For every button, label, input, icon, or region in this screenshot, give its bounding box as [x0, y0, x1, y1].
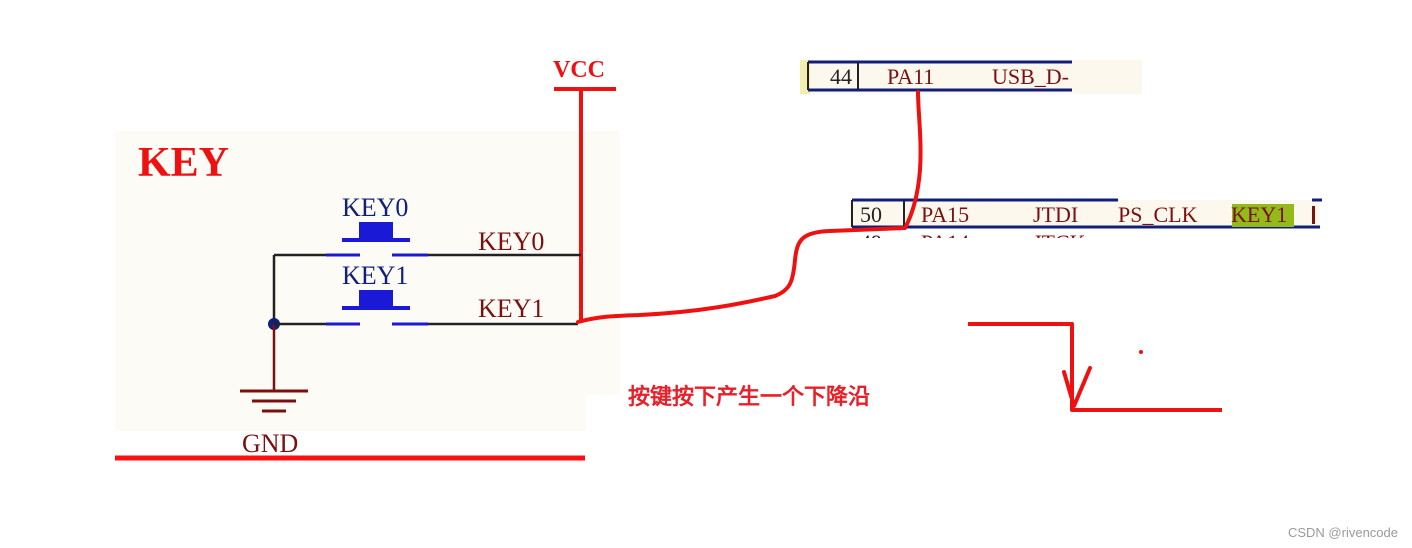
down-arrow-icon: [1062, 366, 1092, 408]
key0-button-icon: [359, 222, 393, 240]
watermark: CSDN @rivencode: [1287, 525, 1398, 540]
pin44-marker: [800, 60, 810, 94]
pin50-trailing-mark: [1312, 206, 1315, 224]
pin49-cut-row: 49 PA14 JTCK: [860, 230, 1086, 255]
gnd-label: GND: [242, 429, 298, 458]
box-cutout: [586, 395, 626, 440]
key1-ref: KEY1: [342, 261, 408, 290]
pin49-function: JTCK: [1033, 230, 1086, 255]
key1-pin-highlight: [1232, 204, 1294, 227]
vcc-label: VCC: [553, 57, 605, 83]
pin44-number: 44: [830, 64, 852, 89]
pin50-function: JTDI: [1033, 202, 1078, 227]
pin49-number: 49: [860, 230, 882, 255]
falling-edge-waveform: [968, 322, 1222, 412]
pin50-net-label: KEY1: [1231, 202, 1287, 227]
key-module-box: [115, 131, 620, 431]
key0-net-label: KEY0: [478, 227, 544, 256]
key-title: KEY: [138, 140, 229, 186]
pin50-name: PA15: [921, 202, 969, 227]
key0-ref: KEY0: [342, 193, 408, 222]
pin50-number: 50: [860, 202, 882, 227]
pin49-name: PA14: [921, 230, 969, 255]
ink-dot: [1139, 350, 1143, 354]
falling-edge-annotation: 按键按下产生一个下降沿: [628, 384, 870, 410]
key1-button-icon: [359, 290, 393, 308]
pin44-name: PA11: [887, 64, 934, 89]
pin44-function: USB_D-: [992, 64, 1069, 89]
pin50-alt-function: PS_CLK: [1118, 202, 1198, 227]
key1-net-label: KEY1: [478, 294, 544, 323]
key1-to-pa15-connection: [576, 90, 923, 324]
